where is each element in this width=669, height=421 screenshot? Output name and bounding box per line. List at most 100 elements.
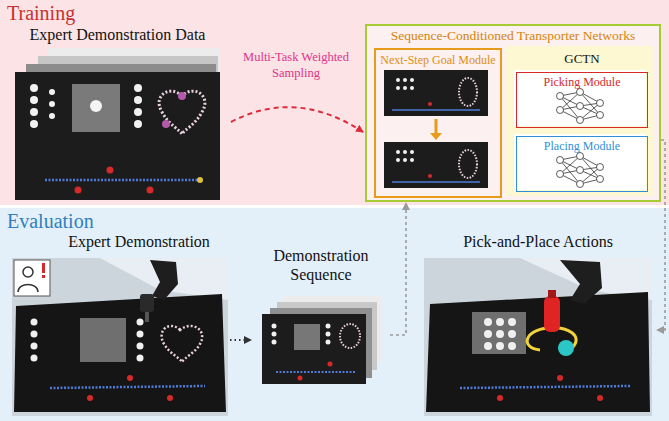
edge-label: Multi-Task Weighted Sampling — [240, 50, 352, 81]
module-fills — [514, 70, 646, 126]
pick-place-scene — [484, 330, 492, 338]
demo-data-stack — [30, 120, 38, 128]
pick-place-scene — [484, 318, 492, 326]
next-step-frames — [410, 78, 414, 82]
expert-scene — [42, 275, 45, 278]
next-step-frames — [403, 150, 407, 154]
sequence-stack — [272, 340, 277, 345]
demo-data-stack — [49, 113, 55, 119]
next-step-frames — [410, 158, 414, 162]
neural-net-icons — [577, 167, 584, 174]
expert-scene — [150, 260, 178, 300]
neural-net-icons — [557, 171, 564, 178]
pick-place-scene — [544, 296, 560, 332]
expert-scene — [167, 395, 173, 401]
sequence-stack — [298, 376, 303, 381]
sequence-stack — [272, 324, 331, 345]
gctn-group: GCTN Picking ModulePlacing Module — [508, 48, 656, 198]
expert-scene — [137, 343, 144, 350]
module-fills — [365, 24, 661, 202]
sequence-stack — [272, 332, 277, 337]
pick-place-scene — [560, 260, 602, 304]
pick-place-scene — [426, 292, 650, 412]
next-step-frames — [410, 86, 414, 90]
next-step-frames — [396, 78, 400, 82]
neural-net-icons — [577, 117, 584, 124]
sequence-stack — [272, 324, 277, 329]
sequence-stack — [326, 324, 331, 329]
next-step-frames — [428, 174, 432, 178]
neural-net-icons — [557, 89, 604, 188]
node-title: GCTN — [511, 51, 653, 67]
next-step-frames — [459, 78, 477, 106]
demo-data-stack — [75, 187, 82, 194]
pick-place-scene — [424, 258, 652, 416]
next-step-frames — [392, 181, 480, 183]
expert-panel: Expert Demonstration — [8, 232, 230, 418]
next-step-frames — [410, 150, 414, 154]
node-title: Sequence-Conditioned Transporter Network… — [371, 28, 655, 44]
pick-place-scene — [472, 312, 526, 354]
pick-place-scene — [557, 375, 563, 381]
next-step-frames — [384, 70, 488, 188]
neural-net-icons — [577, 153, 584, 160]
node-title: Next-Step Goal Module — [379, 53, 497, 67]
flow-arrow — [390, 203, 406, 335]
demo-data-stack — [134, 108, 142, 116]
data-panel: Expert Demonstration Data — [10, 24, 225, 204]
module-fills — [365, 24, 661, 202]
expert-scene — [137, 355, 144, 362]
node-title: Picking Module — [520, 75, 644, 89]
actions-panel: Pick-and-Place Actions — [420, 232, 656, 418]
sequence-stack — [276, 371, 356, 373]
pick-place-scene — [508, 342, 516, 350]
neural-net-icons — [557, 153, 604, 188]
expert-scene — [42, 263, 45, 273]
flow-arrow — [230, 339, 251, 341]
expert-scene — [50, 386, 205, 388]
neural-net-icons — [557, 157, 564, 164]
network-box: Sequence-Conditioned Transporter Network… — [365, 24, 661, 202]
expert-scene — [31, 343, 38, 350]
sequence-stack — [294, 324, 320, 350]
expert-scene — [140, 294, 154, 312]
picking-module: Picking Module — [516, 72, 648, 128]
node-title: Expert Demonstration — [48, 232, 230, 251]
demo-data-stack — [45, 179, 200, 182]
expert-scene — [87, 375, 173, 401]
node-title: Pick-and-Place Actions — [420, 232, 656, 251]
expert-scene — [127, 375, 133, 381]
pick-place-scene — [508, 318, 516, 326]
demo-data-stack — [72, 84, 120, 132]
pick-place-scene — [424, 258, 652, 416]
next-step-frames — [403, 86, 407, 90]
expert-scene — [145, 312, 149, 322]
neural-net-icons — [557, 93, 564, 100]
training-band: TrainingExpert Demonstration DataSequenc… — [0, 0, 669, 205]
sequence-stack — [326, 340, 331, 345]
pick-place-scene — [484, 342, 492, 350]
expert-scene — [14, 260, 50, 296]
demo-data-stack — [159, 91, 205, 134]
demo-data-stack — [30, 96, 38, 104]
goal-module: Next-Step Goal Module — [374, 48, 502, 198]
expert-scene — [31, 355, 38, 362]
demo-data-stack — [49, 101, 55, 107]
next-step-frames — [403, 158, 407, 162]
next-step-frames — [396, 78, 414, 162]
pick-place-scene — [497, 375, 603, 401]
expert-scene — [100, 258, 228, 300]
pick-place-scene — [497, 395, 503, 401]
node-title: Placing Module — [520, 139, 644, 153]
demo-data-stack — [15, 48, 220, 200]
neural-net-icons — [557, 89, 604, 124]
expert-scene — [80, 318, 126, 362]
expert-scene — [137, 331, 144, 338]
sequence-stack — [340, 324, 360, 348]
expert-scene — [87, 395, 93, 401]
next-step-frames — [430, 133, 442, 140]
neural-net-icons — [597, 112, 604, 119]
sequence-stack — [326, 332, 331, 337]
next-step-frames — [428, 102, 432, 106]
